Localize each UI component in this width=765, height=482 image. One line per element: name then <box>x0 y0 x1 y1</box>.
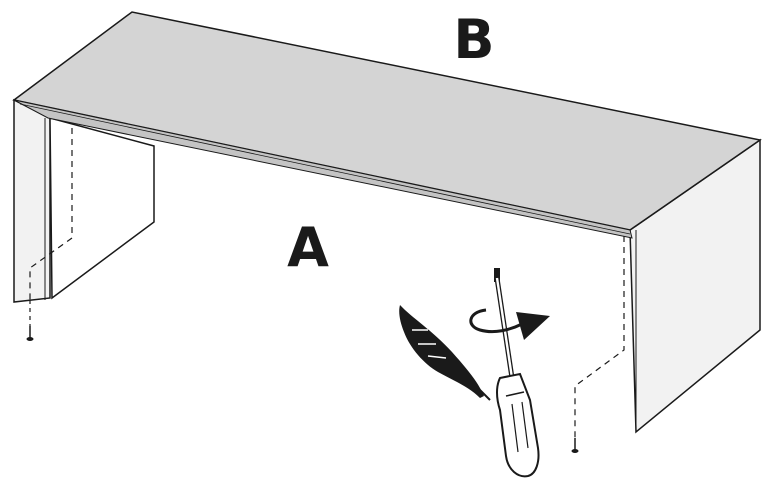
rotate-arrow-icon <box>469 308 550 340</box>
front-label: A <box>287 216 329 279</box>
left-side-panel <box>13 98 155 326</box>
feather-icon <box>399 305 491 401</box>
screw-icon <box>26 326 34 341</box>
top-panel-label: B <box>453 8 494 71</box>
top-panel <box>12 11 762 239</box>
screwdriver-icon <box>494 268 540 478</box>
screw-icon <box>571 438 579 453</box>
